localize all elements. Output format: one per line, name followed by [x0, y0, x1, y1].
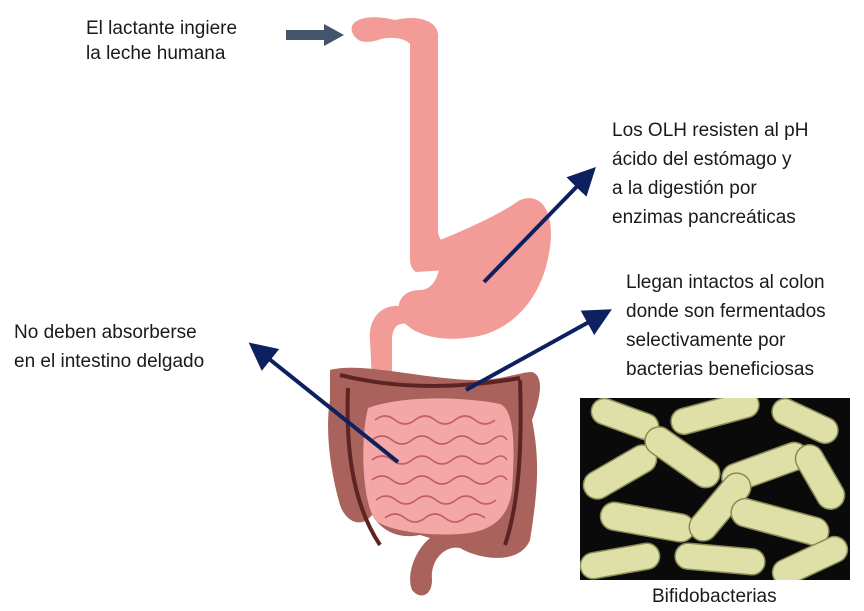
duodenum-shape: [370, 306, 412, 380]
small-intestine-label: No deben absorberse en el intestino delg…: [14, 318, 204, 376]
ingest-label: El lactante ingiere la leche humana: [86, 16, 237, 66]
esophagus-shape: [352, 17, 462, 272]
stomach-label: Los OLH resisten al pH ácido del estómag…: [612, 116, 808, 232]
ingest-arrow: [286, 24, 344, 46]
colon-label: Llegan intactos al colon donde son ferme…: [626, 268, 826, 384]
bifidobacteria-photo: [580, 398, 850, 580]
photo-caption: Bifidobacterias: [652, 586, 777, 608]
